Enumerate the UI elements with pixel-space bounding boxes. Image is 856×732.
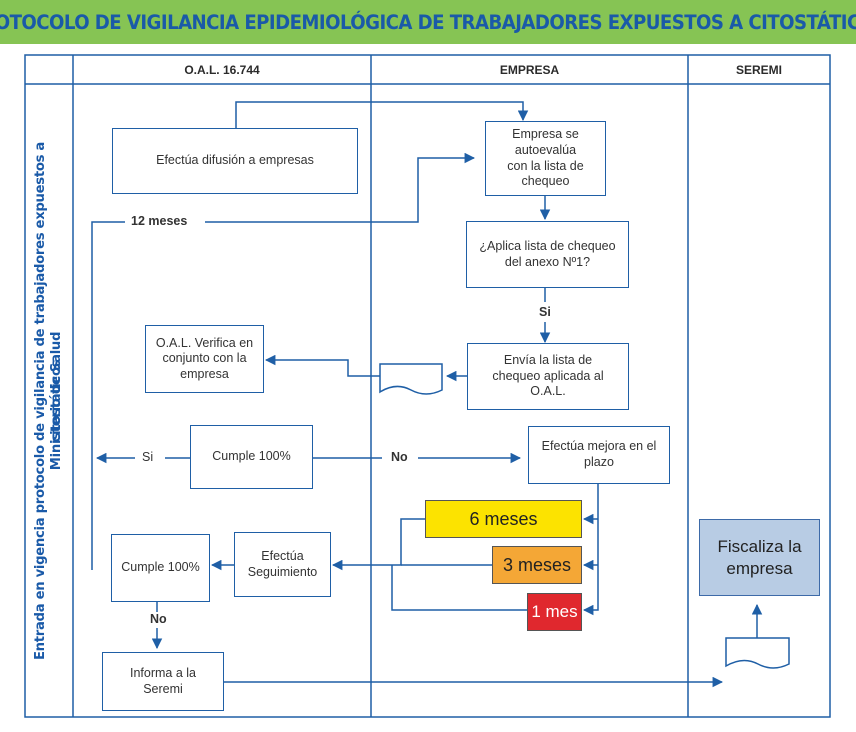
box-seguimiento: Efectúa Seguimiento [234,532,331,597]
edge-documento-verifica [264,354,380,377]
edge-label-si-aplica: Si [536,305,554,319]
column-header-empresa: EMPRESA [499,63,560,77]
edge-label-no-cumple: No [388,450,411,464]
edge-mejora-plazos [582,484,599,616]
box-difusion: Efectúa difusión a empresas [112,128,358,194]
edge-plazos-seguimiento [331,518,425,571]
column-header-seremi: SEREMI [735,63,782,77]
document-shape-empresa [379,363,443,395]
sidebar-line-2: Ministerio de Salud [49,331,64,471]
edge-difusion-autoevalua [235,101,529,128]
edge-label-12-meses: 12 meses [128,214,191,228]
timeframe-6-meses: 6 meses [425,500,582,538]
document-shape-seremi [725,637,790,669]
diagram-title: PROTOCOLO DE VIGILANCIA EPIDEMIOLÓGICA D… [0,10,856,34]
box-informa-seremi: Informa a la Seremi [102,652,224,711]
timeframe-3-meses: 3 meses [492,546,582,584]
box-autoevalua: Empresa se autoevalúa con la lista de ch… [485,121,606,196]
box-cumple-100-final: Cumple 100% [111,534,210,602]
title-banner: PROTOCOLO DE VIGILANCIA EPIDEMIOLÓGICA D… [0,0,856,44]
box-verifica: O.A.L. Verifica en conjunto con la empre… [145,325,264,393]
sidebar-label: Entrada en vigencia protocolo de vigilan… [33,101,65,701]
box-envia-lista: Envía la lista de chequeo aplicada al O.… [467,343,629,410]
box-mejora-plazo: Efectúa mejora en el plazo [528,426,670,484]
edge-label-no-cumple-final: No [147,612,170,626]
column-header-oal: O.A.L. 16.744 [184,63,260,77]
timeframe-1-mes: 1 mes [527,593,582,631]
edge-label-si-cumple: Si [139,450,157,464]
sidebar-lane: Entrada en vigencia protocolo de vigilan… [25,85,73,717]
box-cumple-100-decision: Cumple 100% [190,425,313,489]
box-aplica-lista: ¿Aplica lista de chequeo del anexo Nº1? [466,221,629,288]
swimlane-grid [24,54,831,718]
box-fiscaliza: Fiscaliza la empresa [699,519,820,596]
edge-12-meses-loop [91,221,125,570]
